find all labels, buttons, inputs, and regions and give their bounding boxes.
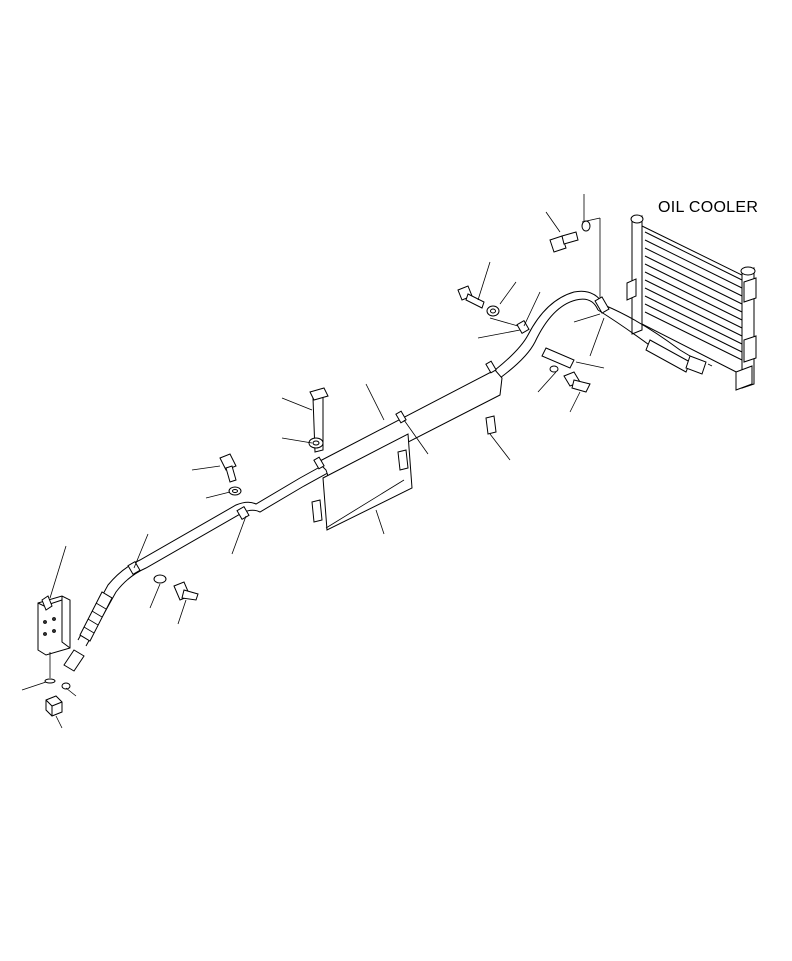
leader-lines: [21, 194, 605, 729]
bolts-and-washers: [153, 220, 591, 601]
guard-plates: [317, 369, 503, 531]
oil-cooler: [626, 214, 757, 391]
rubber-hose-upper: [645, 339, 707, 375]
connector-block: [37, 595, 71, 717]
pipe-clamps: [127, 296, 610, 576]
rubber-hose-lower: [63, 591, 113, 672]
oil-cooler-label: OIL COOLER: [658, 199, 759, 216]
